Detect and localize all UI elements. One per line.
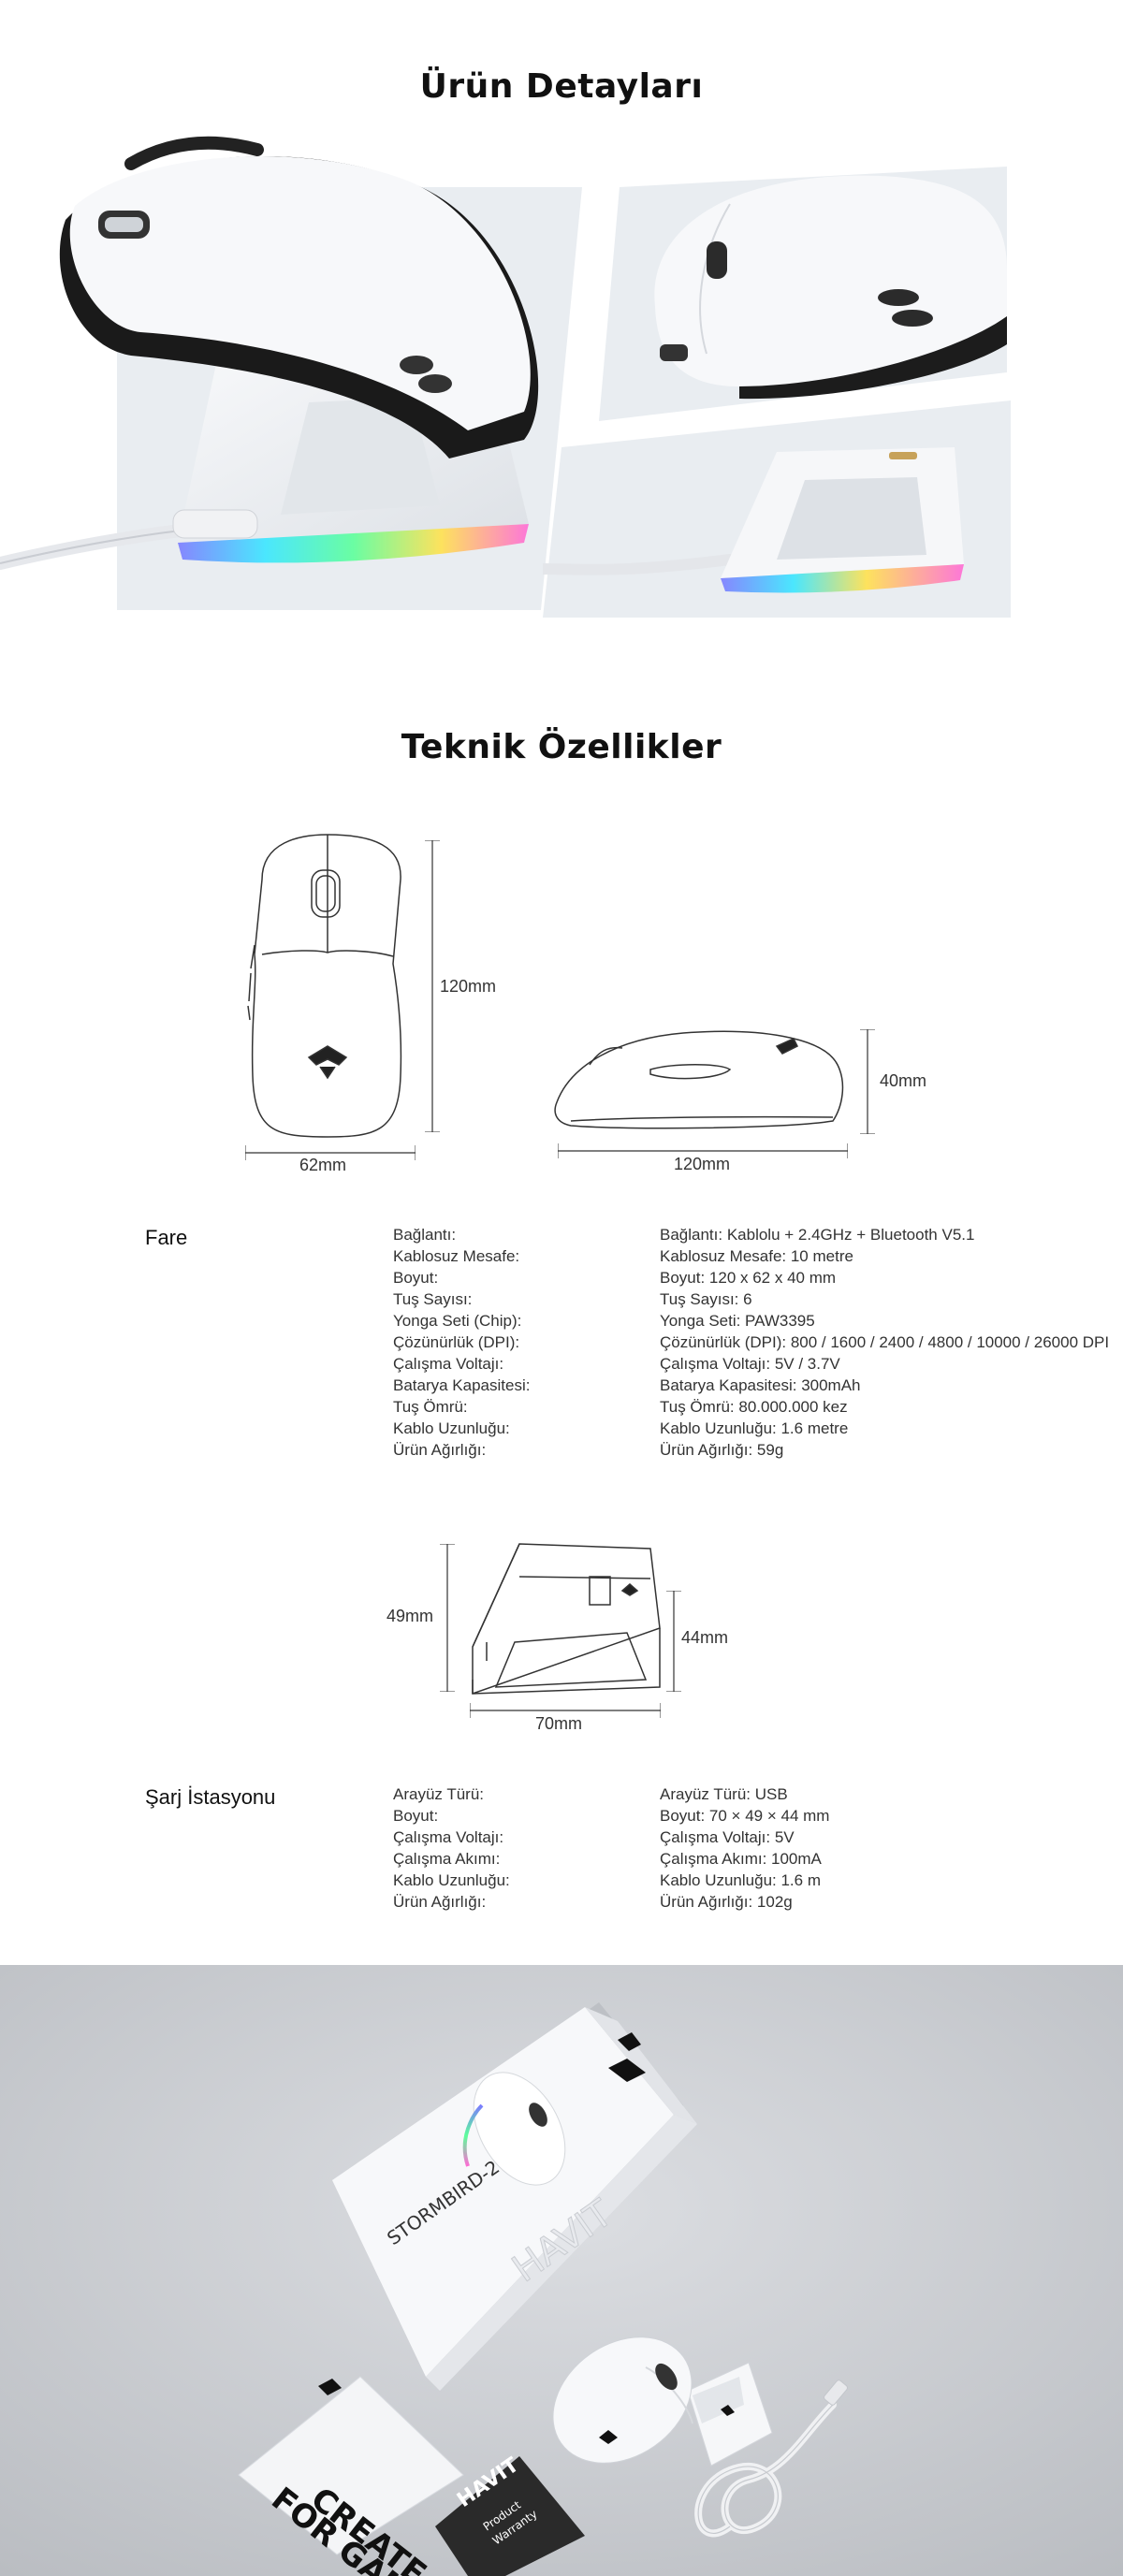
mouse-spec-value-4: Yonga Seti: PAW3395 (660, 1312, 815, 1330)
dock-width-label: 70mm (535, 1714, 583, 1733)
mouse-spec-label-4: Yonga Seti (Chip): (393, 1312, 522, 1330)
mouse-spec-label-3: Tuş Sayısı: (393, 1290, 473, 1308)
mouse-spec-value-7: Batarya Kapasitesi: 300mAh (660, 1376, 861, 1394)
mouse-spec-labels: Bağlantı: Kablosuz Mesafe: Boyut: Tuş Sayıs… (393, 1224, 530, 1461)
dock-spec-values: Arayüz Türü: USB Boyut: 70 × 49 × 44 mm Ça… (660, 1783, 829, 1913)
mouse-side-length-label: 120mm (674, 1155, 731, 1173)
mouse-top-height-line (423, 839, 442, 1133)
photo-mouse-on-dock (0, 131, 599, 618)
mouse-spec-value-9: Kablo Uzunluğu: 1.6 metre (660, 1419, 849, 1437)
mouse-side-height-label: 40mm (880, 1071, 927, 1090)
dock-front-height-line (664, 1590, 683, 1693)
dock-spec-label-3: Çalışma Akımı: (393, 1850, 501, 1868)
mouse-top-height-label: 120mm (440, 977, 497, 996)
dock-spec-value-3: Çalışma Akımı: 100mA (660, 1850, 822, 1868)
mouse-top-view-drawing (234, 833, 449, 1170)
dock-spec-value-4: Kablo Uzunluğu: 1.6 m (660, 1871, 821, 1889)
details-title: Ürün Detayları (419, 67, 704, 106)
dock-back-height-label: 49mm (386, 1607, 434, 1625)
mouse-spec-label-1: Kablosuz Mesafe: (393, 1247, 520, 1265)
mouse-spec-label-10: Ürün Ağırlığı: (393, 1441, 487, 1459)
photo-dock-closeup (543, 400, 1011, 618)
dock-front-height-label: 44mm (681, 1628, 729, 1647)
mouse-side-height-line (858, 1028, 877, 1135)
dock-spec-value-0: Arayüz Türü: USB (660, 1785, 788, 1803)
mouse-specs-title: Fare (145, 1226, 188, 1249)
mouse-spec-label-6: Çalışma Voltajı: (393, 1355, 504, 1373)
mouse-spec-label-8: Tuş Ömrü: (393, 1398, 468, 1416)
dock-specs-title: Şarj İstasyonu (145, 1785, 276, 1809)
mouse-spec-value-2: Boyut: 120 x 62 x 40 mm (660, 1269, 837, 1287)
mouse-top-width-label: 62mm (299, 1156, 347, 1174)
mouse-spec-value-0: Bağlantı: Kablolu + 2.4GHz + Bluetooth V… (660, 1226, 975, 1244)
mouse-spec-label-2: Boyut: (393, 1269, 439, 1287)
mouse-spec-value-5: Çözünürlük (DPI): 800 / 1600 / 2400 / 48… (660, 1333, 1110, 1351)
dock-spec-label-1: Boyut: (393, 1807, 439, 1825)
photo-package-contents: STORMBIRD-2 HAVIT CREATE FOR GAME HAVIT … (0, 1965, 1123, 2576)
mouse-spec-value-8: Tuş Ömrü: 80.000.000 kez (660, 1398, 848, 1416)
mouse-side-view-drawing (552, 1027, 861, 1135)
dock-spec-label-0: Arayüz Türü: (393, 1785, 485, 1803)
dock-back-height-line (438, 1543, 457, 1693)
mouse-spec-values: Bağlantı: Kablolu + 2.4GHz + Bluetooth V… (660, 1224, 1109, 1461)
dock-spec-value-2: Çalışma Voltajı: 5V (660, 1828, 795, 1846)
mouse-spec-value-6: Çalışma Voltajı: 5V / 3.7V (660, 1355, 840, 1373)
dock-drawing (463, 1539, 669, 1698)
photo-mouse-closeup (599, 167, 1011, 421)
mouse-spec-label-0: Bağlantı: (393, 1226, 457, 1244)
mouse-spec-value-1: Kablosuz Mesafe: 10 metre (660, 1247, 853, 1265)
dock-spec-value-5: Ürün Ağırlığı: 102g (660, 1893, 793, 1911)
dock-spec-labels: Arayüz Türü: Boyut: Çalışma Voltajı: Çalışm… (393, 1783, 510, 1913)
dock-spec-label-4: Kablo Uzunluğu: (393, 1871, 510, 1889)
mouse-spec-value-10: Ürün Ağırlığı: 59g (660, 1441, 784, 1459)
specs-title: Teknik Özellikler (401, 728, 722, 766)
mouse-spec-label-9: Kablo Uzunluğu: (393, 1419, 510, 1437)
dock-spec-label-2: Çalışma Voltajı: (393, 1828, 504, 1846)
mouse-spec-label-5: Çözünürlük (DPI): (393, 1333, 520, 1351)
dock-spec-label-5: Ürün Ağırlığı: (393, 1893, 487, 1911)
mouse-spec-label-7: Batarya Kapasitesi: (393, 1376, 531, 1394)
dock-spec-value-1: Boyut: 70 × 49 × 44 mm (660, 1807, 830, 1825)
mouse-spec-value-3: Tuş Sayısı: 6 (660, 1290, 752, 1308)
